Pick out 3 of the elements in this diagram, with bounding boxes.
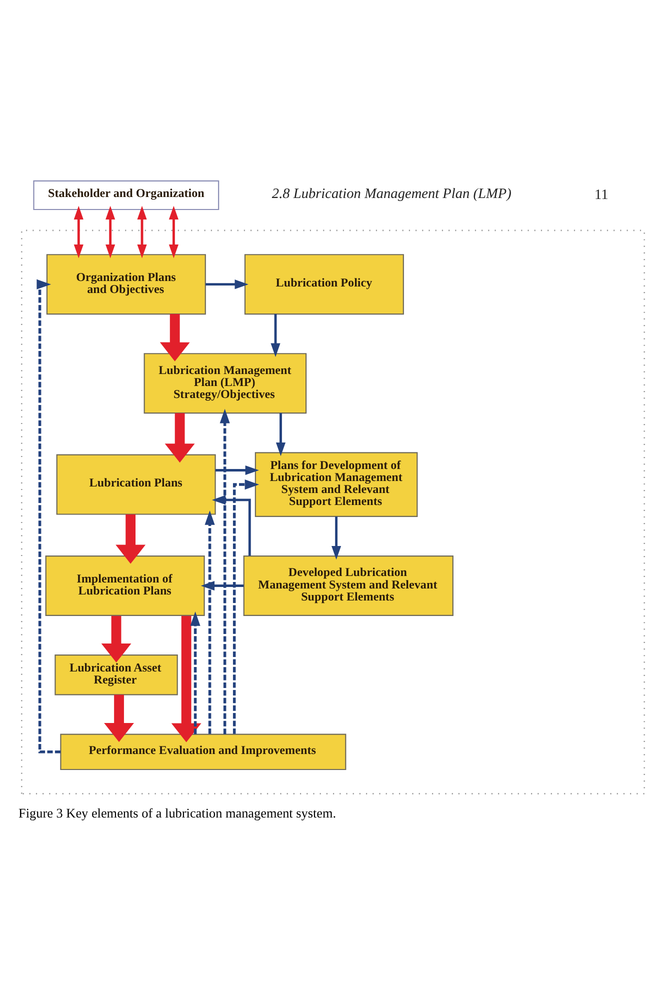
label: 2.8 Lubrication Management Plan (LMP) (272, 185, 512, 202)
label: 11 (594, 186, 608, 202)
caption: Figure 3 Key elements of a lubrication management system. (18, 804, 336, 820)
